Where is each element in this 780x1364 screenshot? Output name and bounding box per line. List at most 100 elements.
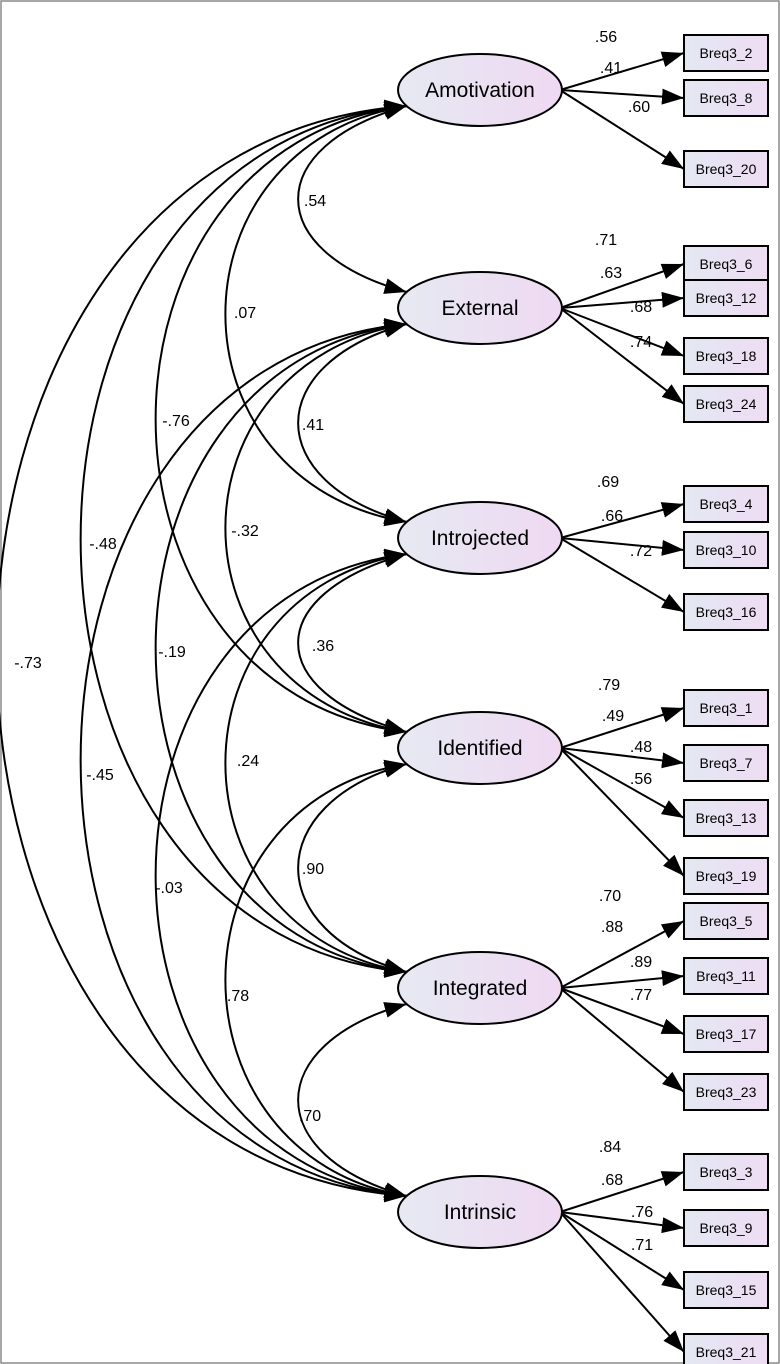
loading-arrow-breq3-17 <box>559 987 685 1035</box>
latent-intrinsic-label: Intrinsic <box>444 1201 516 1224</box>
correlation-arc-introjected-intrinsic <box>154 548 407 1202</box>
indicator-box-breq3-9 <box>683 1209 769 1247</box>
indicator-box-breq3-17 <box>683 1015 769 1053</box>
loading-arrow-breq3-9 <box>559 1211 685 1234</box>
indicator-label-breq3-3: Breq3_3 <box>700 1164 753 1180</box>
indicator-box-breq3-1 <box>683 689 769 727</box>
correlation-label-introjected-intrinsic: -.03 <box>155 880 183 897</box>
correlation-arc-amotivation-external <box>297 104 407 294</box>
correlation-arc-amotivation-introjected <box>224 101 407 527</box>
indicator-box-breq3-6 <box>683 245 769 283</box>
latent-external-label: External <box>441 297 518 320</box>
loading-arrow-breq3-16 <box>559 537 685 613</box>
indicator-box-breq3-23 <box>683 1073 769 1111</box>
loading-arrow-breq3-4 <box>559 502 685 539</box>
loading-label-breq3-1: .79 <box>598 677 620 694</box>
loading-arrow-breq3-12 <box>559 291 685 309</box>
latent-identified-label: Identified <box>437 737 522 760</box>
indicator-label-breq3-1: Breq3_1 <box>700 700 753 716</box>
correlation-label-amotivation-identified: -.76 <box>162 413 190 430</box>
loading-arrow-breq3-10 <box>559 537 685 556</box>
indicator-box-breq3-13 <box>683 799 769 837</box>
factor-loading-paths: .56.41.60.71.63.68.74.69.66.72.79.49.48.… <box>559 29 685 1353</box>
latent-external-ellipse <box>397 271 563 345</box>
indicator-label-breq3-11: Breq3_11 <box>696 968 756 984</box>
indicator-box-breq3-20 <box>683 150 769 188</box>
loading-label-breq3-23: .77 <box>630 987 652 1004</box>
loading-arrow-breq3-20 <box>559 89 685 170</box>
correlation-label-amotivation-introjected: .07 <box>234 305 256 322</box>
indicator-box-breq3-3 <box>683 1153 769 1191</box>
loading-arrow-breq3-7 <box>559 747 685 769</box>
loading-label-breq3-13: .48 <box>630 739 652 756</box>
loading-arrow-breq3-6 <box>559 263 685 309</box>
loading-arrow-breq3-15 <box>559 1211 685 1291</box>
indicator-box-breq3-18 <box>683 337 769 375</box>
correlation-label-introjected-integrated: .24 <box>237 753 259 770</box>
loading-arrow-breq3-21 <box>559 1211 685 1353</box>
correlation-label-external-integrated: -.19 <box>158 644 186 661</box>
loading-label-breq3-17: .89 <box>630 954 652 971</box>
indicator-box-breq3-16 <box>683 593 769 631</box>
loading-label-breq3-9: .68 <box>601 1172 623 1189</box>
indicator-box-breq3-4 <box>683 485 769 523</box>
indicator-label-breq3-8: Breq3_8 <box>700 90 753 106</box>
loading-label-breq3-7: .49 <box>602 708 624 725</box>
indicator-box-breq3-24 <box>683 385 769 423</box>
correlation-arc-identified-intrinsic <box>224 759 407 1201</box>
correlation-label-identified-intrinsic: .78 <box>227 988 249 1005</box>
loading-label-breq3-11: .88 <box>601 919 623 936</box>
indicator-label-breq3-4: Breq3_4 <box>700 496 753 512</box>
latent-factors: AmotivationExternalIntrojectedIdentified… <box>397 53 563 1249</box>
correlation-arc-introjected-integrated <box>224 549 407 977</box>
indicator-box-breq3-2 <box>683 34 769 72</box>
correlation-label-integrated-intrinsic: .70 <box>299 1108 321 1125</box>
correlation-label-introjected-identified: .36 <box>312 638 334 655</box>
indicator-label-breq3-17: Breq3_17 <box>696 1026 757 1042</box>
indicator-box-breq3-12 <box>683 279 769 317</box>
indicator-boxes: Breq3_2Breq3_8Breq3_20Breq3_6Breq3_12Bre… <box>683 34 769 1364</box>
latent-integrated-label: Integrated <box>433 977 528 1000</box>
indicator-label-breq3-23: Breq3_23 <box>696 1084 757 1100</box>
correlation-arc-external-introjected <box>297 322 407 524</box>
loading-label-breq3-24: .74 <box>630 334 652 351</box>
indicator-box-breq3-19 <box>683 857 769 895</box>
loading-arrow-breq3-5 <box>559 920 685 989</box>
indicator-box-breq3-15 <box>683 1271 769 1309</box>
latent-introjected-label: Introjected <box>431 527 529 550</box>
correlation-arc-amotivation-integrated <box>79 100 407 978</box>
correlation-arc-external-integrated <box>154 318 407 978</box>
loading-arrow-breq3-19 <box>559 747 685 877</box>
indicator-label-breq3-5: Breq3_5 <box>700 913 753 929</box>
loading-label-breq3-4: .69 <box>597 474 619 491</box>
loading-label-breq3-16: .72 <box>630 543 652 560</box>
indicator-label-breq3-21: Breq3_21 <box>696 1344 757 1360</box>
loading-arrow-breq3-11 <box>559 970 685 989</box>
indicator-box-breq3-5 <box>683 902 769 940</box>
correlation-arc-amotivation-intrinsic <box>0 99 407 1203</box>
correlation-paths: .54.41.36.90.70.07-.32.24.78-.76-.19-.03… <box>0 99 407 1203</box>
latent-identified-ellipse <box>397 711 563 785</box>
loading-arrow-breq3-8 <box>559 88 685 105</box>
correlation-arc-external-intrinsic <box>79 318 407 1202</box>
correlation-label-external-introjected: .41 <box>302 417 324 434</box>
indicator-box-breq3-21 <box>683 1333 769 1364</box>
correlation-arc-external-identified <box>224 319 407 737</box>
loading-arrow-breq3-13 <box>559 747 685 819</box>
loading-label-breq3-3: .84 <box>599 1139 621 1156</box>
loading-arrow-breq3-23 <box>559 987 685 1093</box>
correlation-arc-identified-integrated <box>297 762 407 974</box>
latent-amotivation-label: Amotivation <box>425 79 535 102</box>
loading-label-breq3-20: .60 <box>628 99 650 116</box>
loading-label-breq3-21: .71 <box>631 1237 653 1254</box>
loading-label-breq3-12: .63 <box>600 265 622 282</box>
indicator-label-breq3-9: Breq3_9 <box>700 1220 753 1236</box>
correlation-label-amotivation-external: .54 <box>304 193 326 210</box>
loading-arrow-breq3-24 <box>559 307 685 405</box>
loading-arrow-breq3-1 <box>559 707 685 749</box>
indicator-label-breq3-18: Breq3_18 <box>696 348 757 364</box>
correlation-arc-integrated-intrinsic <box>297 1002 407 1198</box>
indicator-label-breq3-19: Breq3_19 <box>696 868 757 884</box>
